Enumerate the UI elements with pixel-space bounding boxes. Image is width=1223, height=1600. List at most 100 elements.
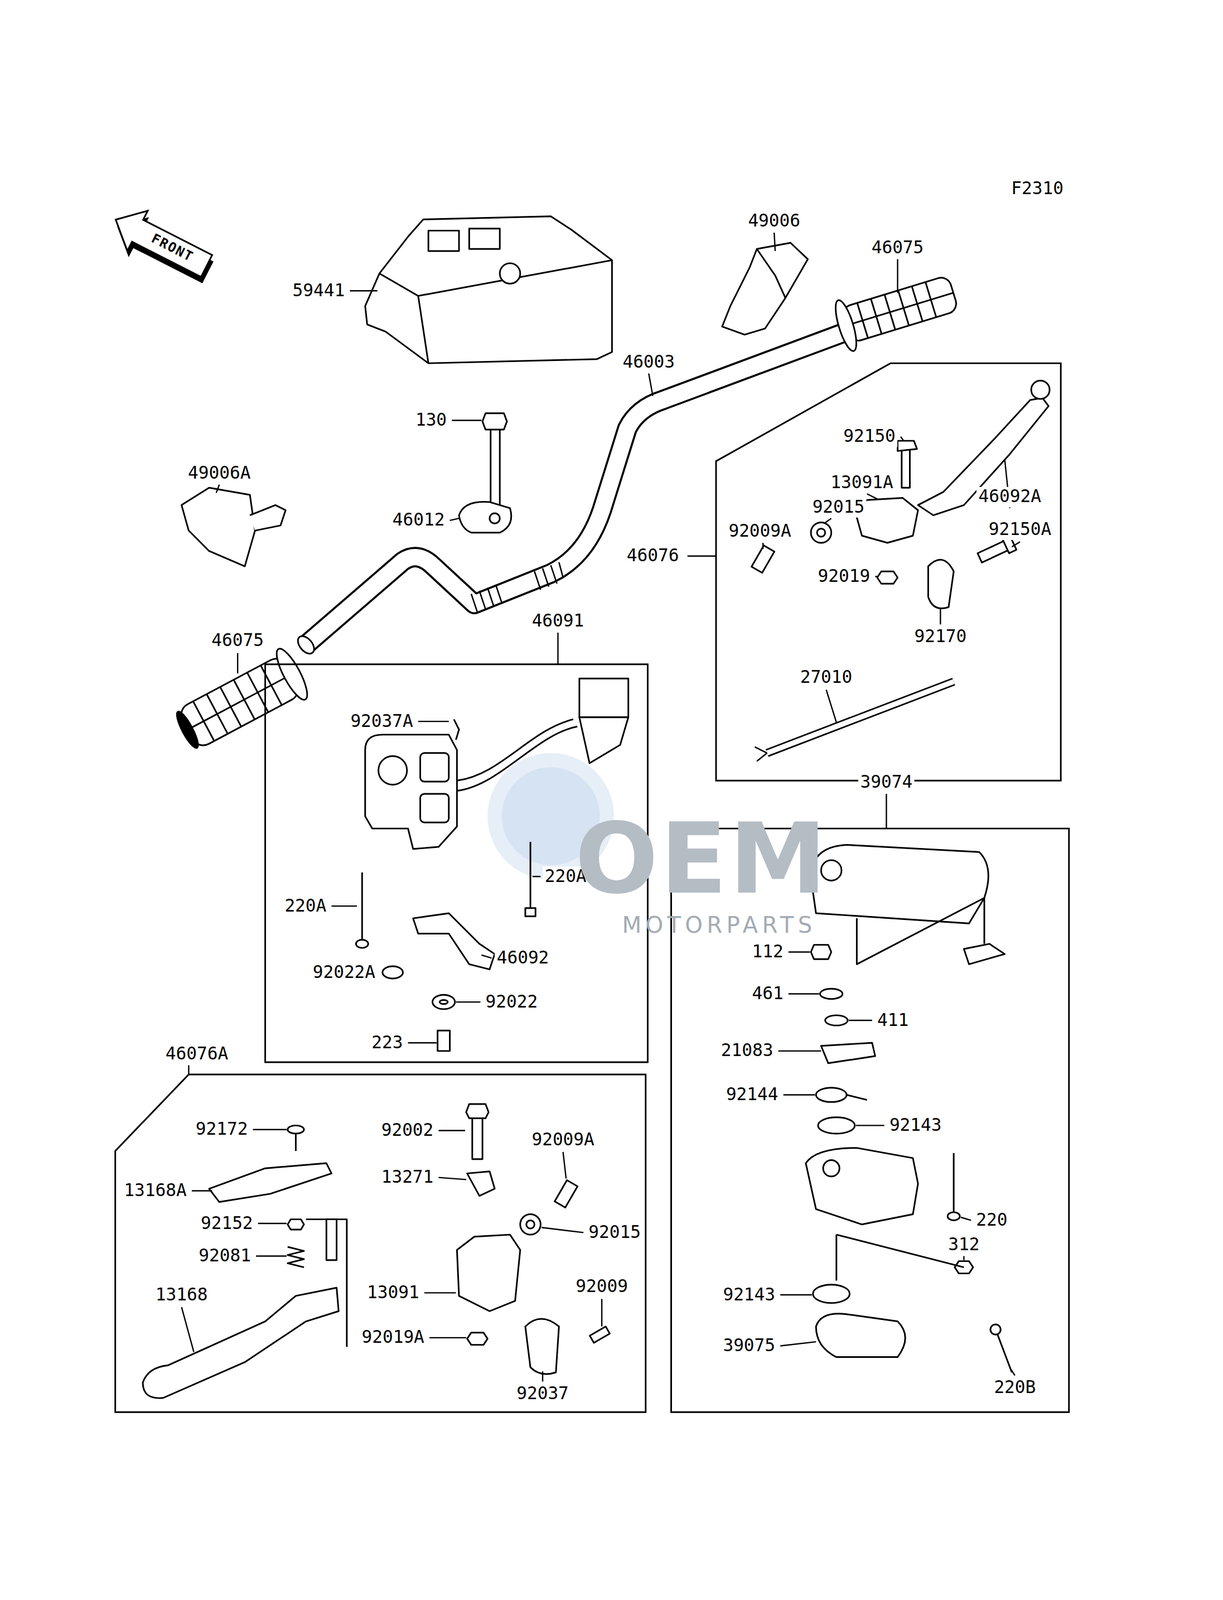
clutch-lever	[467, 1332, 488, 1345]
callout-number: 92152	[198, 1212, 255, 1234]
switch-housing	[439, 999, 448, 1004]
cable-boot	[181, 487, 256, 567]
watermark: MOTORPARTS	[620, 912, 819, 939]
switch-housing	[355, 939, 369, 949]
clutch-lever	[554, 1179, 578, 1207]
callout-number: 220B	[992, 1377, 1038, 1398]
switch-housing	[525, 907, 536, 917]
clutch-lever	[466, 1103, 489, 1119]
leader-line	[253, 1128, 287, 1130]
brake-lever	[1031, 380, 1050, 399]
switch-housing	[365, 734, 458, 849]
leader-line	[191, 1190, 213, 1191]
hand-grip	[840, 274, 959, 343]
throttle-case	[953, 1152, 955, 1212]
throttle-case	[810, 944, 832, 960]
leader-line	[532, 875, 541, 877]
handlebar	[306, 331, 847, 645]
brake-lever	[917, 397, 1049, 515]
callout-number: 21083	[718, 1040, 776, 1061]
brake-lever	[901, 448, 911, 488]
hand-grip	[169, 644, 313, 757]
switch-housing	[378, 755, 408, 785]
callout-number: 92009A	[726, 521, 794, 542]
leader-line	[848, 1019, 873, 1021]
leader-line	[774, 232, 776, 251]
throttle-case	[823, 1159, 840, 1177]
callout-number: 92019	[815, 566, 873, 587]
hand-grip	[840, 274, 959, 343]
clutch-lever	[306, 1219, 347, 1347]
cable-boot	[722, 242, 809, 335]
callout-number: 92144	[723, 1084, 781, 1105]
leader-line	[867, 493, 878, 499]
part-group-box-outline	[716, 363, 1061, 781]
leader-line	[408, 1042, 437, 1043]
leader-line	[542, 1370, 543, 1381]
clutch-lever	[525, 1318, 559, 1374]
throttle-case	[825, 1014, 848, 1026]
leader-line	[897, 259, 898, 293]
switch-housing	[579, 717, 629, 763]
callout-number: 13168	[153, 1284, 210, 1305]
handlebar-cover	[379, 259, 612, 364]
leader-line	[438, 1177, 466, 1180]
brake-lever	[751, 545, 775, 573]
handlebar	[295, 632, 318, 657]
throttle-case	[954, 1260, 974, 1274]
switch-housing	[579, 678, 629, 718]
group-number: 39074	[858, 772, 915, 793]
leader-line	[778, 1050, 822, 1051]
switch-cable	[766, 681, 954, 753]
holder-clamp	[458, 501, 512, 533]
leader-line	[331, 905, 357, 907]
leader-line	[963, 1255, 965, 1260]
part-group-box-border	[115, 1074, 646, 1412]
leader-line	[255, 1255, 287, 1256]
callout-number: 92022A	[310, 962, 378, 983]
leader-line	[780, 1341, 816, 1346]
group-number: 46076	[624, 545, 681, 567]
hand-grip	[173, 709, 202, 751]
callout-number: 92009A	[529, 1129, 597, 1150]
clutch-lever	[526, 1219, 535, 1229]
group-number: 46091	[529, 611, 587, 632]
leader-line	[424, 1292, 457, 1293]
switch-cable	[766, 681, 954, 753]
leader-line	[780, 1293, 812, 1295]
figure-code: F2310	[1009, 178, 1066, 199]
holder-clamp	[489, 513, 500, 524]
throttle-case	[963, 943, 1005, 965]
switch-housing	[382, 965, 404, 979]
callout-number: 46092	[494, 948, 551, 969]
callout-number: 112	[750, 941, 786, 963]
throttle-case	[947, 1211, 960, 1221]
leader-line	[940, 608, 941, 625]
throttle-case	[810, 844, 989, 923]
hand-grip	[831, 297, 861, 353]
callout-number: 92015	[586, 1222, 644, 1243]
throttle-case	[820, 1042, 876, 1063]
clutch-lever	[295, 1133, 297, 1151]
callout-number: 223	[369, 1032, 406, 1053]
leader-line	[557, 632, 559, 665]
callout-number: 13271	[379, 1167, 436, 1188]
leader-line	[687, 555, 717, 557]
callout-number: 92037	[514, 1383, 572, 1404]
handlebar	[471, 562, 564, 613]
callout-number: 92081	[196, 1245, 254, 1266]
clutch-lever	[142, 1103, 610, 1398]
clutch-lever	[590, 1326, 611, 1343]
callout-number: 49006	[746, 211, 803, 232]
switch-housing	[437, 1030, 451, 1051]
front-arrow: FRONT	[105, 199, 217, 287]
callout-number: 46075	[869, 238, 926, 259]
callout-number: 92037A	[348, 711, 416, 732]
throttle-case	[813, 1284, 850, 1303]
brake-lever	[927, 559, 954, 608]
leader-line	[824, 518, 832, 524]
leader-line	[788, 951, 810, 952]
leader-line	[1011, 541, 1021, 547]
throttle-case	[990, 1323, 1001, 1334]
